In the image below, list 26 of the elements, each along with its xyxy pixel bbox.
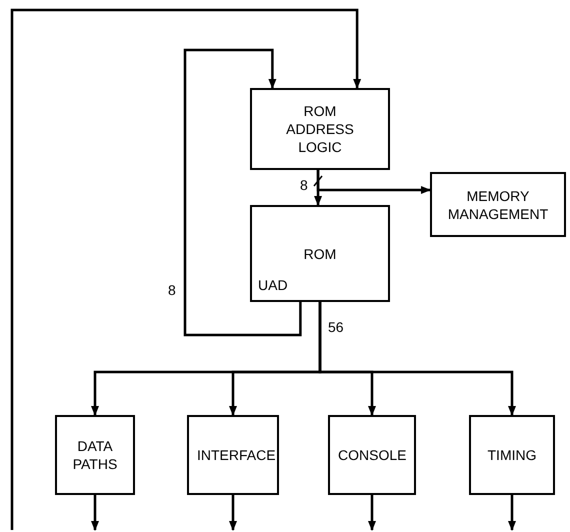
arrow bbox=[368, 495, 376, 531]
block-label: CONSOLE bbox=[337, 446, 408, 464]
bus-width-label: 56 bbox=[328, 320, 344, 334]
arrow bbox=[318, 302, 516, 416]
edge-label: 8 bbox=[168, 283, 176, 297]
block-box bbox=[55, 415, 135, 495]
edge-label: 8 bbox=[300, 178, 308, 192]
block-label: DATA PATHS bbox=[72, 437, 118, 473]
block-label: ROM ADDRESS LOGIC bbox=[285, 102, 355, 156]
block-box bbox=[430, 172, 566, 237]
arrow bbox=[316, 170, 431, 194]
block-box bbox=[328, 415, 416, 495]
arrow bbox=[91, 495, 99, 531]
block-box bbox=[469, 415, 555, 495]
arrow bbox=[229, 495, 237, 531]
block-box bbox=[250, 88, 390, 170]
arrow bbox=[508, 495, 516, 531]
block-box bbox=[187, 415, 279, 495]
arrow bbox=[184, 48, 302, 336]
block-label: INTERFACE bbox=[196, 446, 273, 464]
block-label: MEMORY MANAGEMENT bbox=[446, 186, 550, 222]
block-label: ROM bbox=[302, 244, 338, 262]
block-label: TIMING bbox=[486, 446, 538, 464]
block-box bbox=[250, 205, 390, 302]
port-label: UAD bbox=[258, 276, 288, 295]
arrow bbox=[10, 8, 362, 530]
